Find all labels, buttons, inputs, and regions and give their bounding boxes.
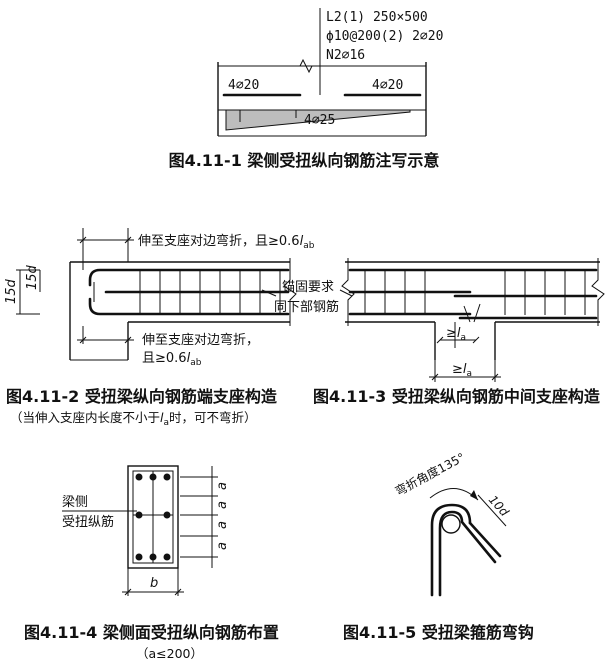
beam-code-label: L2(1) 250×500 (326, 10, 428, 25)
same-as-bottom-label: 同下部钢筋 (274, 299, 339, 315)
figure-4-11-3: 锚固要求 同下部钢筋 ≥la ≥la 图4.11-3 受扭梁纵向钢筋中间支座构造 (261, 258, 605, 406)
stirrup-corner (430, 503, 472, 597)
figure-2-caption: 图4.11-2 受扭梁纵向钢筋端支座构造 (6, 387, 278, 406)
top-bar-hooked (88, 268, 290, 287)
dim-tick (174, 588, 182, 596)
bottom-anchor-note-line1: 伸至支座对边弯折， (142, 332, 259, 348)
top-right-bar-label: 4⌀20 (372, 78, 403, 93)
figure-4-11-5: 弯折角度135° 10d 图4.11-5 受扭梁箍筋弯钩 (343, 449, 534, 642)
break-line-right (591, 258, 605, 326)
rebar-dots (135, 473, 171, 561)
dim-tick (431, 373, 439, 381)
figure-4-11-4: 梁侧 受扭纵筋 a a a a b 图4.11-4 梁侧面受扭纵向钢筋布置 （a… (24, 465, 279, 661)
angle-label: 弯折角度135° (392, 449, 467, 498)
bottom-bar-hooked (88, 297, 290, 316)
figure-4-11-2: 伸至支座对边弯折，且≥0.6lab 15d 15d (4, 228, 315, 428)
dim-tick (124, 588, 132, 596)
top-anchor-note: 伸至支座对边弯折，且≥0.6lab (138, 233, 315, 251)
bottom-anchor-note-line2: 且≥0.6lab (142, 351, 202, 368)
figure-4-caption: 图4.11-4 梁侧面受扭纵向钢筋布置 (24, 623, 279, 642)
figure-4-condition: （a≤200） (136, 646, 203, 661)
spacing-label: a (215, 501, 230, 509)
stirrup-label: ϕ10@200(2) 2⌀20 (326, 29, 443, 44)
bar-end-mark (473, 303, 481, 323)
spacing-label: a (215, 482, 230, 490)
figure-2-note: （当伸入支座内长度不小于la时，可不弯折） (10, 410, 257, 428)
bar-end-mark (463, 305, 471, 323)
figure-3-caption: 图4.11-3 受扭梁纵向钢筋中间支座构造 (313, 387, 601, 406)
stirrup-inner-edge (438, 510, 497, 597)
break-line (283, 258, 297, 326)
bend-inner-label: 15d (25, 264, 40, 290)
outer-anchor-dim: ≥la (452, 362, 472, 379)
hook-length-label: 10d (486, 493, 512, 520)
beam-section-outline (127, 465, 179, 569)
side-bar-label-line1: 梁侧 (62, 495, 88, 510)
dim-tick (472, 336, 480, 344)
stirrup-grid-right (504, 270, 586, 315)
figure-5-caption: 图4.11-5 受扭梁箍筋弯钩 (343, 623, 534, 642)
label-leader (339, 289, 353, 297)
dim-tick (491, 373, 499, 381)
dim-tick (436, 336, 444, 344)
bend-left-label: 15d (4, 278, 19, 304)
corner-bar-circle (441, 514, 461, 534)
dim-tick (79, 236, 87, 244)
hatched-bottom-region (225, 109, 411, 131)
torsion-bar-label: N2⌀16 (326, 48, 365, 63)
anchor-requirement-label: 锚固要求 (282, 280, 334, 295)
angle-arrowhead (470, 490, 478, 500)
bottom-bar-label: 4⌀25 (304, 113, 335, 128)
dim-tick (124, 236, 132, 244)
dim-tick (124, 336, 132, 344)
figure-4-11-1: L2(1) 250×500 ϕ10@200(2) 2⌀20 N2⌀16 4⌀20… (169, 8, 443, 170)
dim-tick (79, 336, 87, 344)
break-symbol (299, 58, 313, 74)
break-line-left (341, 258, 355, 326)
label-leader (261, 289, 277, 297)
hook-dim-line (477, 494, 507, 527)
angle-arc (429, 488, 479, 501)
spacing-label: a (215, 542, 230, 550)
hook-extension (468, 521, 502, 558)
width-label: b (150, 576, 158, 591)
inner-anchor-dim: ≥la (446, 326, 466, 343)
top-left-bar-label: 4⌀20 (228, 78, 259, 93)
spacing-label: a (215, 521, 230, 529)
side-bar-label-line2: 受扭纵筋 (62, 514, 114, 530)
figure-1-caption: 图4.11-1 梁侧受扭纵向钢筋注写示意 (169, 151, 440, 170)
